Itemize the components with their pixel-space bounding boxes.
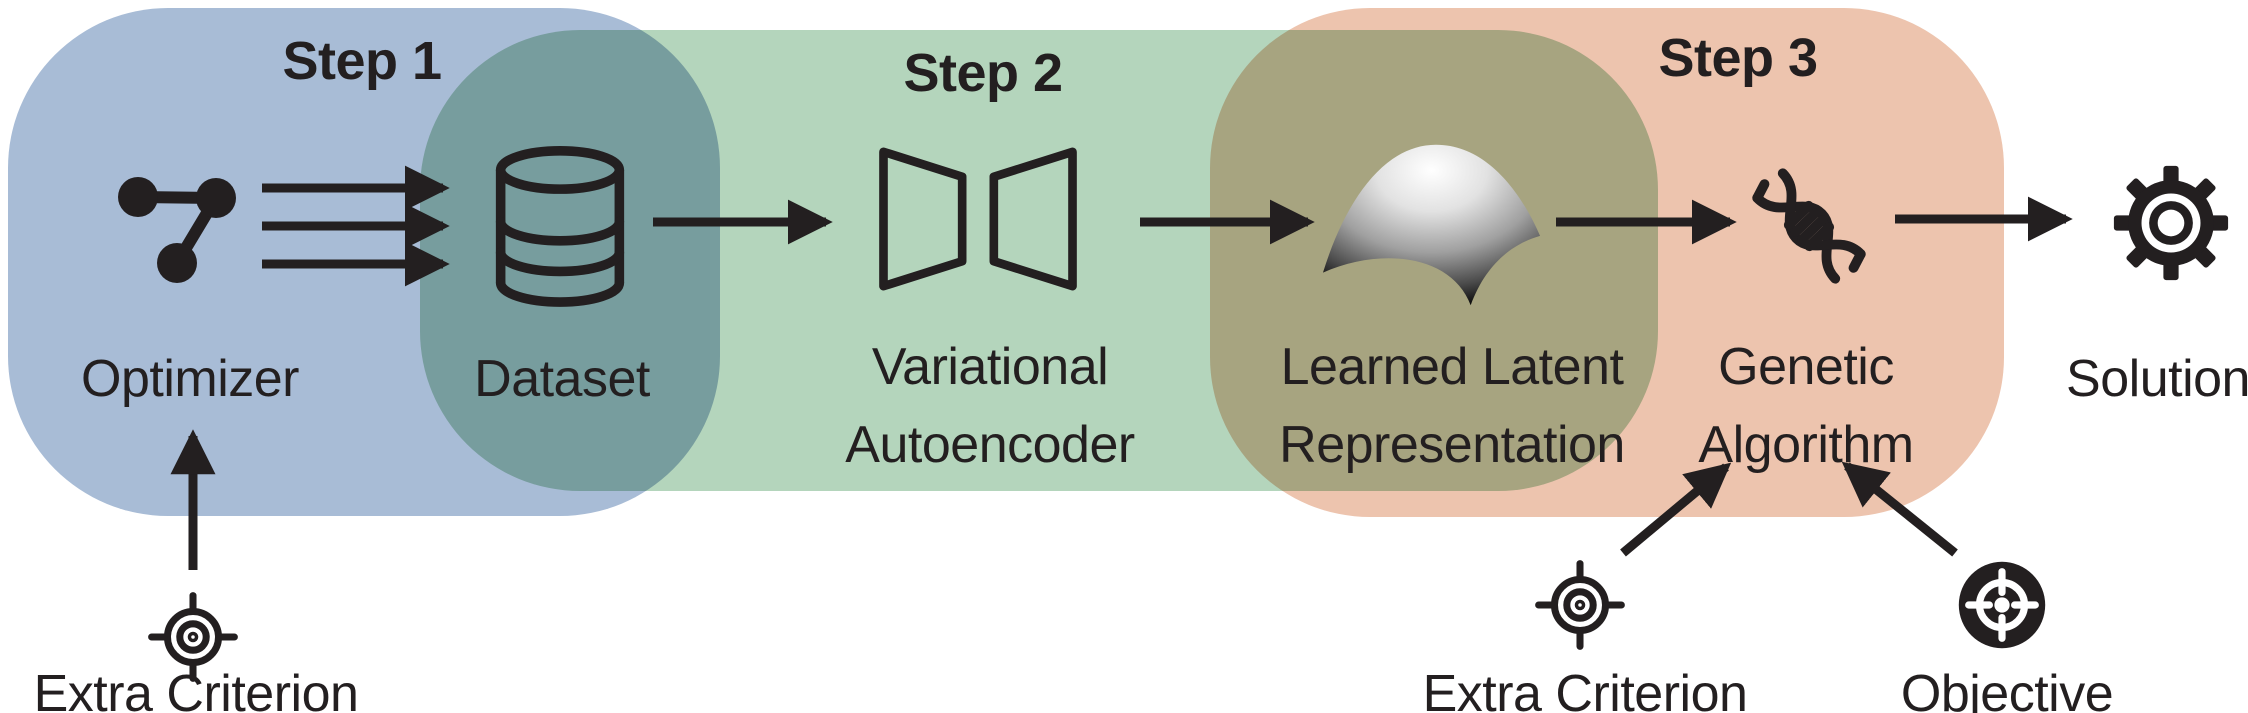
database-icon <box>495 146 625 307</box>
autoencoder-trapezoids-icon <box>879 147 1077 291</box>
share-nodes-icon <box>118 177 236 283</box>
surface-plot-icon <box>1322 144 1541 306</box>
extra-criterion-label: Extra Criterion <box>33 665 359 713</box>
solution-label: Solution <box>2066 350 2248 408</box>
optimizer-label: Optimizer <box>81 350 299 408</box>
target-filled-icon <box>1958 561 2046 649</box>
target-outline-icon <box>148 592 238 682</box>
step2-title: Step 2 <box>903 43 1063 103</box>
step1-title: Step 1 <box>282 31 442 91</box>
extra-criterion-label: Extra Criterion <box>1422 665 1748 713</box>
ga-label: Genetic Algorithm <box>1698 338 1914 474</box>
step3-title: Step 3 <box>1658 28 1818 88</box>
objective-label: Objective <box>1900 665 2114 713</box>
extra-criterion-to-ga-arrow <box>1620 462 1732 557</box>
target-outline-icon <box>1535 560 1625 650</box>
objective-to-ga-arrow <box>1841 461 1958 557</box>
vae-label: Variational Autoencoder <box>845 338 1135 474</box>
dna-icon <box>1752 168 1866 284</box>
gear-icon <box>2113 165 2229 281</box>
dataset-label: Dataset <box>474 350 650 408</box>
latent-label: Learned Latent Representation <box>1279 338 1625 474</box>
